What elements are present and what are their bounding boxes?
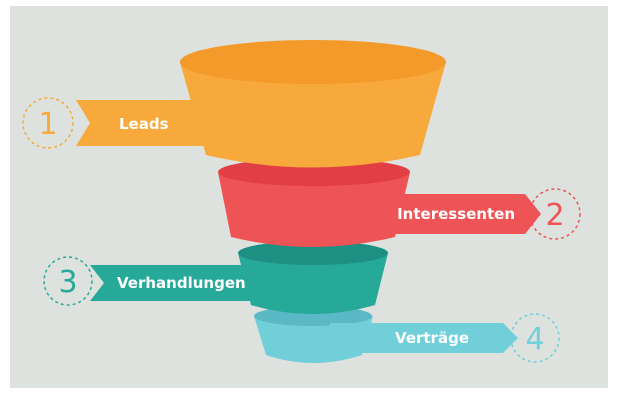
funnel-stage-3: 3 Verhandlungen: [43, 241, 388, 314]
stage-2-number: 2: [545, 198, 564, 233]
funnel-stage-2: 2 Interessenten: [218, 158, 581, 247]
stage-1-ribbon: [76, 100, 258, 146]
stage-2-number-circle: [529, 188, 581, 240]
stage-3-ribbon: [90, 265, 262, 301]
stage-4-label: Verträge: [395, 329, 469, 347]
stage-4-number: 4: [525, 322, 544, 357]
funnel-stage-1: 1 Leads: [22, 40, 446, 168]
stage-3-label: Verhandlungen: [117, 274, 246, 292]
stage-3-number: 3: [58, 265, 77, 300]
stage-2-ribbon: [360, 194, 541, 234]
stage-1-label: Leads: [119, 115, 169, 133]
funnel-layer-3-body: [238, 253, 388, 314]
stage-2-label: Interessenten: [397, 205, 515, 223]
stage-4-number-circle: [510, 313, 560, 363]
stage-1-number-circle: [22, 97, 74, 149]
stage-4-ribbon: [330, 323, 518, 353]
stage-3-number-circle: [43, 256, 93, 306]
funnel-layer-3-top: [238, 241, 388, 265]
stage-1-number: 1: [38, 107, 57, 142]
funnel-layer-1-top: [180, 40, 446, 84]
